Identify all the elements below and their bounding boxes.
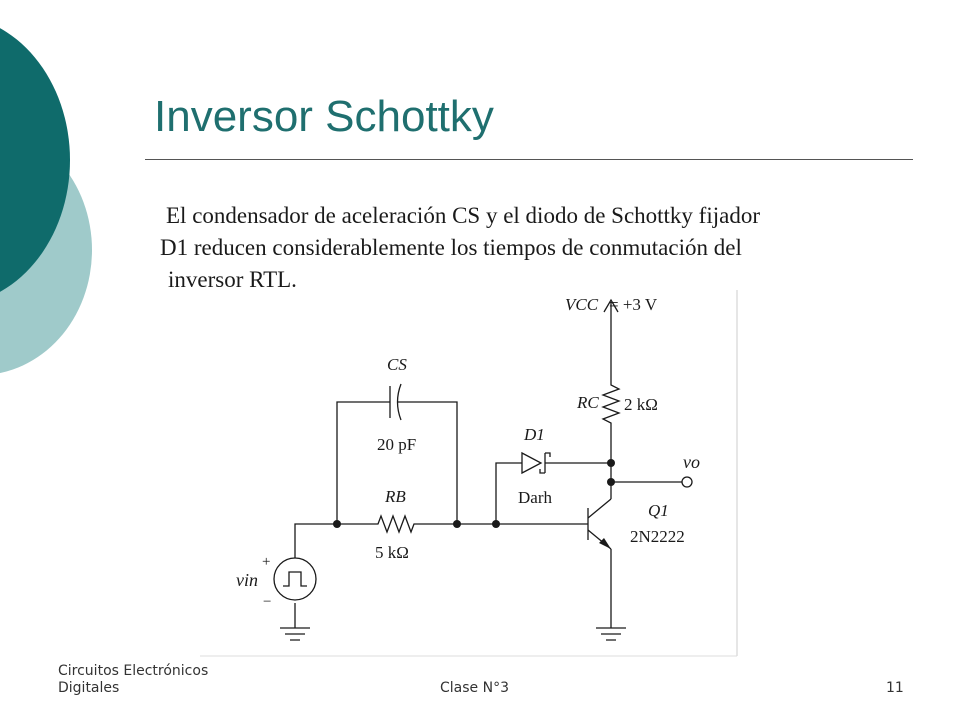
cs-value: 20 pF bbox=[377, 435, 416, 454]
cs-label: CS bbox=[387, 355, 407, 374]
decorative-shapes bbox=[0, 28, 92, 373]
vin-label: vin bbox=[236, 570, 258, 590]
junction-dot bbox=[333, 520, 341, 528]
vin-source-circle bbox=[273, 557, 317, 601]
q1-type: 2N2222 bbox=[630, 527, 685, 546]
junction-dot bbox=[607, 459, 615, 467]
ground-symbol-right bbox=[596, 627, 626, 641]
junction-dot bbox=[492, 520, 500, 528]
rb-label: RB bbox=[384, 487, 406, 506]
q1-collector-leg bbox=[587, 498, 612, 519]
circuit-diagram: VCC = +3 V RC 2 kΩ CS 20 pF RB 5 kΩ D1 D… bbox=[200, 290, 738, 657]
rc-label: RC bbox=[576, 393, 599, 412]
title-divider bbox=[145, 159, 913, 160]
vo-label: vo bbox=[683, 452, 700, 472]
cs-right-wire bbox=[398, 401, 458, 524]
cs-plate-right bbox=[396, 383, 402, 421]
rb-value: 5 kΩ bbox=[375, 543, 409, 562]
vin-input-wire bbox=[294, 523, 337, 558]
diode-left-wire bbox=[495, 462, 522, 524]
body-line-3: inversor RTL. bbox=[168, 267, 297, 292]
d1-type: Darh bbox=[518, 488, 552, 507]
junction-dot bbox=[607, 478, 615, 486]
vo-terminal bbox=[681, 476, 693, 488]
rc-value: 2 kΩ bbox=[624, 395, 658, 414]
vin-minus-sign: − bbox=[263, 594, 271, 610]
q1-label: Q1 bbox=[648, 501, 669, 520]
footer-class: Clase N°3 bbox=[440, 680, 509, 696]
vcc-label: VCC bbox=[565, 295, 599, 314]
rb-resistor bbox=[337, 514, 457, 534]
vin-pulse-symbol bbox=[283, 571, 307, 587]
vcc-value: = +3 V bbox=[609, 295, 658, 314]
q1-emitter-arrow bbox=[599, 538, 611, 549]
junction-dot bbox=[453, 520, 461, 528]
deco-dark-circle bbox=[0, 28, 70, 292]
ground-symbol-left bbox=[280, 627, 310, 641]
cs-left-wire bbox=[336, 401, 390, 524]
body-line-2: D1 reducen considerablemente los tiempos… bbox=[160, 235, 742, 260]
vin-plus-sign: + bbox=[262, 554, 270, 570]
body-line-1: El condensador de aceleración CS y el di… bbox=[166, 203, 760, 228]
d1-label: D1 bbox=[523, 425, 545, 444]
footer-course: Circuitos Electrónicos Digitales bbox=[58, 663, 209, 696]
slide-title: Inversor Schottky bbox=[154, 92, 494, 141]
vcc-arrow bbox=[603, 298, 619, 313]
footer-page-number: 11 bbox=[886, 680, 904, 696]
rc-resistor bbox=[601, 302, 621, 426]
d1-diode-body bbox=[521, 451, 543, 475]
body-text: El condensador de aceleración CS y el di… bbox=[160, 200, 860, 296]
